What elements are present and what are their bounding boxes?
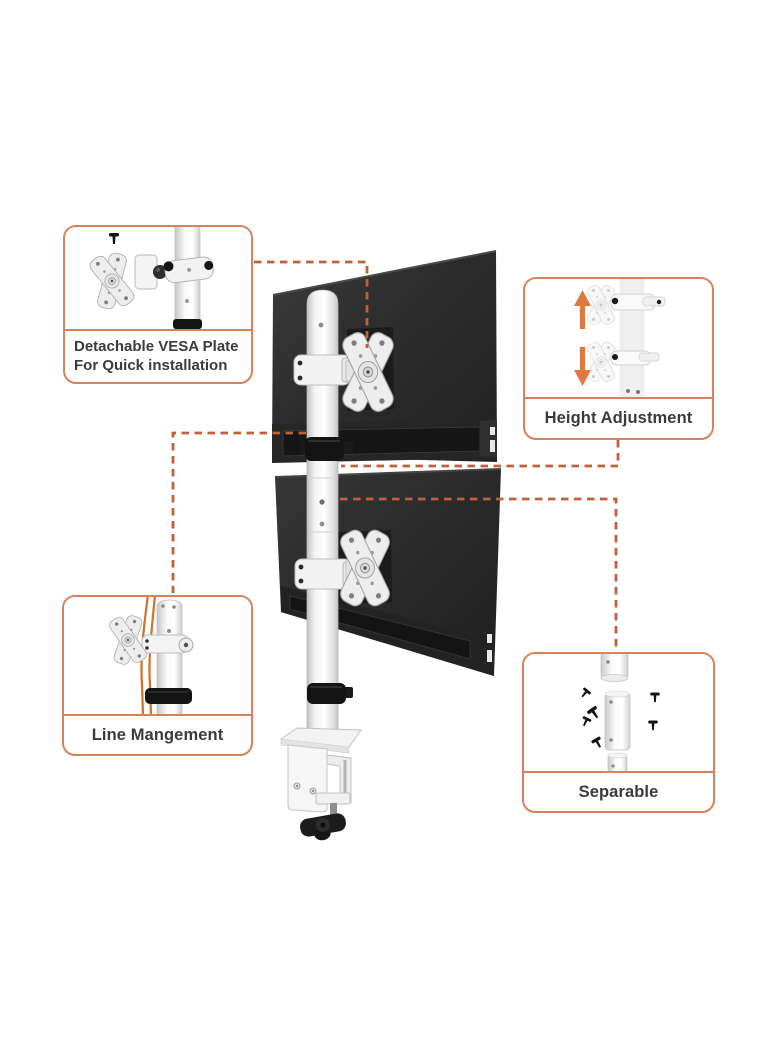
mount-pole: [306, 289, 339, 741]
ball-joint: [153, 265, 167, 279]
callout-label: Height Adjustment: [544, 409, 693, 427]
line-management-illustration: [64, 597, 251, 716]
callout-label-line2: For Quick installation: [74, 356, 228, 374]
callout-separable: Separable: [522, 652, 715, 813]
pole-segment-bottom: [607, 752, 628, 771]
bracket: [141, 634, 194, 654]
pole-segment-top: [600, 654, 629, 682]
callout-label: Detachable VESA Plate For Quick installa…: [65, 331, 251, 382]
connector-line-management: [171, 431, 332, 593]
cable-clip: [307, 683, 353, 704]
separable-illustration: [524, 654, 713, 773]
vesa-plate-detail-illustration: [65, 227, 251, 331]
height-adjustment-illustration: [525, 279, 712, 399]
pole-segment-middle: [604, 690, 631, 751]
pole-collar: [173, 319, 202, 329]
desk-clamp: [280, 727, 362, 841]
vesa-plate-icon: [85, 248, 139, 314]
pole-collar: [300, 437, 353, 461]
callout-label-line1: Detachable VESA Plate: [74, 338, 239, 356]
ghost-bracket-top: [610, 293, 666, 311]
connector-separable: [340, 497, 618, 650]
callout-label: Separable: [578, 782, 659, 801]
connector-height-adjustment: [341, 440, 620, 468]
pole-segment: [156, 599, 183, 714]
clamp-knob: [300, 813, 346, 841]
screw-icon: [109, 233, 119, 244]
pole-clamp-arm: [163, 256, 214, 284]
callout-detachable-vesa-plate: Detachable VESA Plate For Quick installa…: [63, 225, 253, 384]
callout-line-management: Line Mangement: [62, 595, 253, 756]
callout-height-adjustment: Height Adjustment: [523, 277, 714, 440]
connector-vesa-plate: [254, 260, 369, 348]
ghost-bracket-bottom: [610, 350, 660, 366]
down-arrow-icon: [574, 347, 591, 386]
up-arrow-icon: [574, 290, 591, 329]
cable-clip: [145, 688, 192, 704]
callout-label: Line Mangement: [91, 725, 224, 744]
